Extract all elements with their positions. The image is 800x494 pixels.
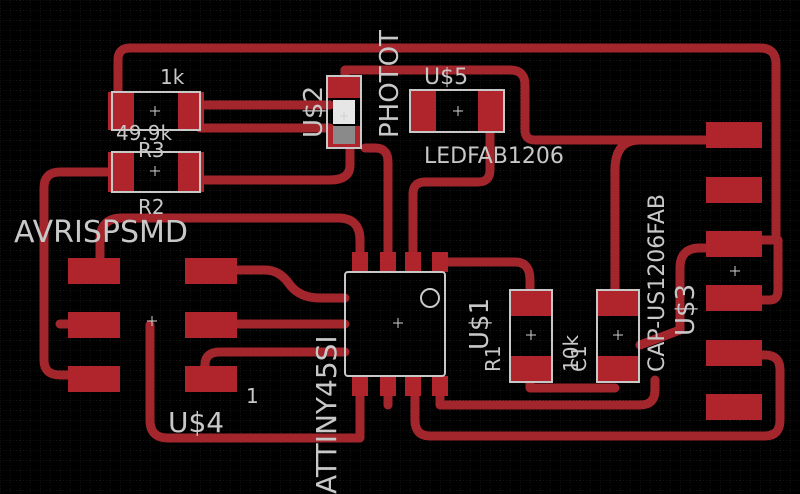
pad-mcu-bottom-2 <box>380 376 396 396</box>
trace-mcu-cap-bottom <box>435 375 660 410</box>
label-isp-name: U$4 <box>168 406 224 439</box>
label-r2-name: R2 <box>138 195 165 219</box>
pad-mcu-bottom-1 <box>352 376 368 396</box>
pad-c1-top <box>597 290 639 316</box>
trace-header-cap <box>635 243 740 350</box>
pad-isp-6 <box>185 366 237 392</box>
pad-isp-3 <box>68 312 120 338</box>
pad-phot-top <box>327 76 361 98</box>
pad-r1-bottom <box>510 356 552 382</box>
pad-header-3 <box>706 231 762 257</box>
label-cap-value: CAP-US1206FAB <box>645 194 670 372</box>
label-r1-name: R1 <box>481 345 505 372</box>
pad-led-right <box>478 90 504 132</box>
trace-r3-left <box>39 167 115 380</box>
outline-phot <box>326 75 362 149</box>
label-led-value: LEDFAB1206 <box>424 144 564 169</box>
pad-mcu-top-3 <box>405 252 421 272</box>
pad-isp-5 <box>68 366 120 392</box>
outline-r2 <box>111 151 201 193</box>
trace-phot-mcu <box>360 143 393 267</box>
trace-isp-mcu-top <box>95 213 365 273</box>
pad-header-5 <box>706 340 762 366</box>
pad-header-2 <box>706 177 762 203</box>
label-phot-value: PHOTOT <box>375 30 405 138</box>
pad-isp-4 <box>185 312 237 338</box>
trace-phot-top <box>340 65 740 145</box>
pad-header-6 <box>706 394 762 420</box>
mcu-pin1-dot <box>420 288 440 308</box>
pad-isp-1 <box>68 258 120 284</box>
pad-c1-bottom <box>597 356 639 382</box>
silkscreen-text: 1k 49.9k R3 R2 U$2 PHOTOT U$5 LEDFAB1206… <box>14 30 701 494</box>
pad-header-1 <box>706 122 762 148</box>
outline-r1 <box>509 289 553 383</box>
pad-r1-top <box>510 290 552 316</box>
trace-isp-bottom-loop <box>145 320 365 443</box>
label-c1-name: C1 <box>567 345 591 372</box>
traces <box>39 43 785 443</box>
silkscreen-outlines <box>111 75 640 383</box>
pad-mcu-bottom-4 <box>432 376 448 396</box>
label-isp-value: AVRISPSMD <box>14 215 188 250</box>
label-phot-name: U$2 <box>299 86 329 138</box>
label-r3-value: 49.9k <box>116 121 173 145</box>
label-r-1k-value: 1k <box>160 65 185 89</box>
pad-mcu-top-4 <box>432 252 448 272</box>
origin-markers <box>147 106 740 340</box>
trace-mcu-r1 <box>435 257 535 305</box>
label-mcu-name: U$1 <box>465 298 495 350</box>
pad-led-left <box>410 90 436 132</box>
outline-c1 <box>596 289 640 383</box>
trace-top-loop <box>113 43 781 245</box>
outline-mcu <box>344 271 446 377</box>
pad-mcu-top-2 <box>380 252 396 272</box>
label-led-name: U$5 <box>424 65 468 90</box>
label-mcu-value: ATTINY45SI <box>310 335 343 494</box>
pads <box>68 76 762 420</box>
trace-header-right <box>730 235 783 305</box>
pad-header-4 <box>706 285 762 311</box>
pad-mcu-bottom-3 <box>405 376 421 396</box>
label-r3-name: R3 <box>138 138 165 162</box>
label-isp-pin1: 1 <box>246 384 259 408</box>
phot-body <box>333 100 355 144</box>
trace-cap-up <box>610 135 645 305</box>
trace-isp-gnd <box>200 347 350 385</box>
trace-led-mcu <box>408 125 495 267</box>
pad-isp-2 <box>185 258 237 284</box>
trace-r2-mcu <box>195 143 355 185</box>
trace-header-bottom <box>410 350 785 441</box>
pad-mcu-top-1 <box>352 252 368 272</box>
label-header-name: U$3 <box>671 284 701 336</box>
trace-isp-mosi <box>220 265 350 303</box>
outline-led <box>409 89 505 133</box>
label-r1-value: 10k <box>559 335 583 372</box>
outline-r-1k <box>111 91 201 131</box>
